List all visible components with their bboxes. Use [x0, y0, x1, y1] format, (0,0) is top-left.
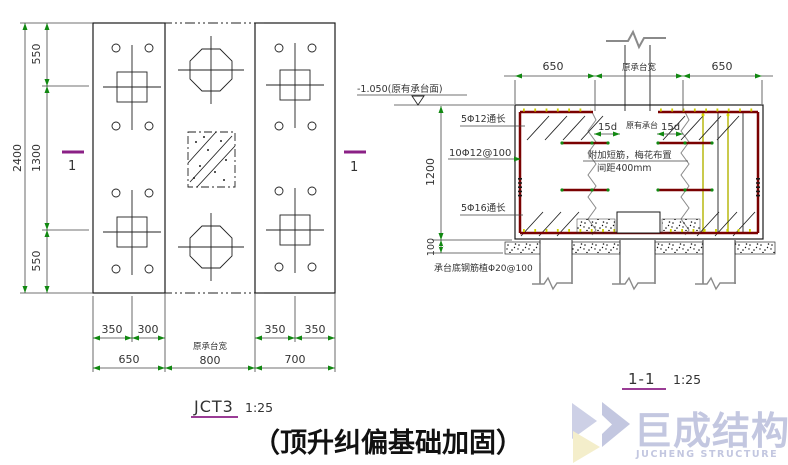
dim-left-a: 350 [102, 323, 123, 336]
elevation-marker-icon [411, 95, 425, 106]
pile-head [616, 211, 661, 234]
vertical-bars [717, 112, 744, 233]
section-cut-marker: 1 [344, 150, 366, 175]
stirrup-dots [523, 108, 756, 232]
pile-break-symbols [532, 276, 736, 291]
section-cut-marker: 1 [62, 150, 84, 174]
dim-left-total: 650 [119, 353, 140, 366]
note-existing-cap: 原有承台 [626, 120, 658, 130]
dim-height-1200: 1200 [424, 158, 437, 186]
note-extra-bars-1: 附加短筋，梅花布置 [588, 149, 672, 161]
note-lap-right: 15d [661, 122, 680, 133]
plan-dim-arrows [22, 23, 335, 371]
plan-cap-centerlines [162, 22, 265, 294]
stirrup-dot [726, 113, 730, 117]
break-symbol-icon [606, 29, 666, 50]
note-lap-left: 15d [598, 122, 617, 133]
section-view-scale: 1:25 [673, 372, 701, 387]
dim-seg-top: 550 [30, 44, 43, 65]
note-anchor-bars: 承台底钢筋植Φ20@100 [434, 262, 533, 274]
plan-view: 1 1 2400 550 1300 550 350 300 350 350 65… [11, 22, 366, 418]
drawing-title: （顶升纠偏基础加固） [253, 428, 523, 459]
section-dim-lines [357, 75, 773, 263]
elevation-note: -1.050(原有承台面) [357, 83, 443, 95]
dim-seg-bottom: 550 [30, 251, 43, 272]
plan-pile-octagon [178, 36, 244, 104]
jacket-outline [514, 104, 764, 240]
grout-strip [576, 218, 616, 234]
section-mark-number: 1 [350, 160, 358, 175]
logo-icon [572, 402, 630, 463]
plan-dimension-lines [20, 22, 336, 372]
cap-width-label: 原承台宽 [193, 341, 228, 352]
plan-right-strip [254, 22, 336, 294]
section-view: 650 原承台宽 650 -1.050(原有承台面) 5Φ12通长 10Φ12@… [357, 29, 776, 390]
note-extra-bars-2: 间距400mm [597, 162, 651, 174]
note-top-bars: 5Φ12通长 [461, 113, 506, 125]
dim-right-total: 700 [285, 353, 306, 366]
plan-view-label: JCT3 [193, 397, 234, 416]
note-side-bars: 10Φ12@100 [449, 148, 511, 159]
company-logo: 巨成结构 JUCHENG STRUCTURE [572, 402, 788, 463]
dim-total-height: 2400 [11, 144, 24, 172]
dim-left-b: 300 [138, 323, 159, 336]
existing-cap-break-right [680, 111, 690, 236]
plan-pile-octagon [178, 213, 244, 281]
stirrup-dot [701, 113, 705, 117]
section-view-label: 1-1 [628, 370, 656, 388]
dowel-bars [520, 115, 756, 237]
plan-anchor-unit [103, 43, 161, 131]
cushion-band [504, 241, 776, 255]
note-bottom-bars: 5Φ16通长 [461, 202, 506, 214]
bar-end-ticks [560, 141, 714, 192]
dim-toe-100: 100 [426, 238, 437, 256]
piles [532, 240, 736, 291]
dim-right-a: 350 [265, 323, 286, 336]
plan-anchor-unit [266, 43, 324, 131]
plan-anchor-unit [103, 188, 161, 275]
dim-cap-width: 800 [200, 354, 221, 367]
section-mark-number: 1 [68, 159, 76, 174]
grout-strip [661, 218, 701, 234]
logo-text-en: JUCHENG STRUCTURE [635, 449, 778, 460]
plan-anchor-unit [266, 186, 324, 273]
plan-view-scale: 1:25 [245, 400, 273, 415]
plan-column-section [187, 131, 236, 188]
dim-seg-mid: 1300 [30, 144, 43, 172]
stirrup-legs [702, 113, 729, 232]
dim-right-b: 350 [305, 323, 326, 336]
cap-width-label: 原承台宽 [622, 62, 657, 73]
dim-650-right: 650 [712, 60, 733, 73]
logo-text-cn: 巨成结构 [634, 409, 788, 453]
dim-650-left: 650 [543, 60, 564, 73]
column-edges [624, 45, 651, 111]
plan-left-strip [92, 22, 166, 294]
side-bar-cluster [518, 178, 760, 198]
